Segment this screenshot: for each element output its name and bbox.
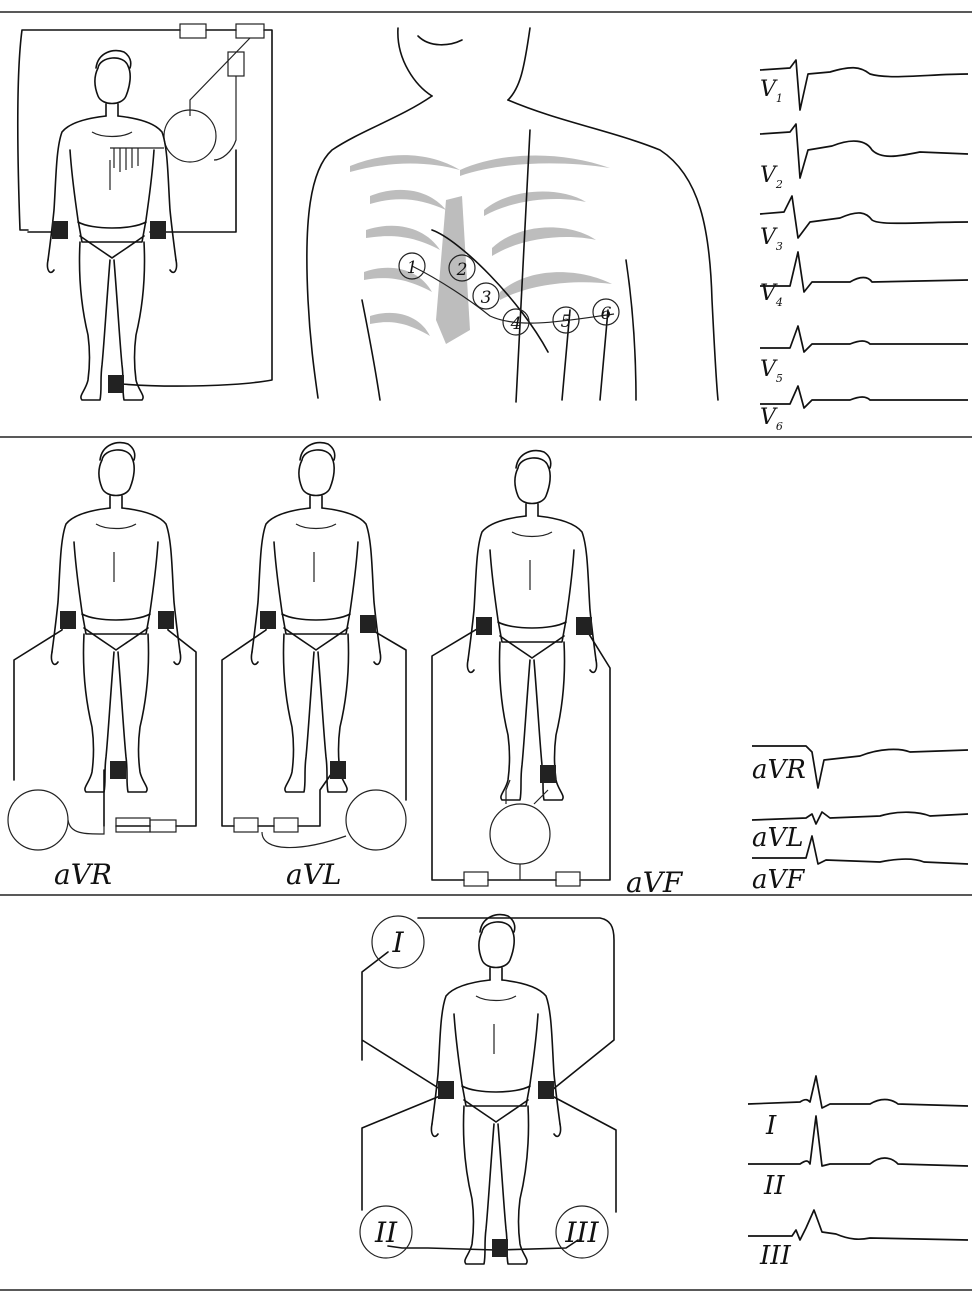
electrode-label-5: 5 — [561, 312, 572, 332]
lead-label-v3: V3 — [760, 225, 783, 253]
electrode-label-2: 2 — [456, 260, 468, 280]
trace-v6 — [760, 386, 968, 408]
electrode-label-3: 3 — [481, 288, 492, 308]
lead-label-avr: aVR — [752, 755, 806, 785]
lead-label-v6: V6 — [760, 405, 783, 433]
limb-lead-traces: I II III — [748, 1076, 968, 1271]
avl-figure: aVL — [222, 443, 406, 891]
electrode-label-6: 6 — [601, 304, 612, 324]
lead-label-avf: aVF — [752, 865, 805, 895]
limb-circle-label-iii: III — [564, 1216, 599, 1249]
limb-lead-figure: I II III — [360, 915, 616, 1264]
avf-figure: aVF — [432, 451, 684, 899]
trace-v4 — [760, 252, 968, 292]
lead-label-avl: aVL — [752, 823, 804, 853]
trace-iii — [748, 1210, 968, 1240]
avr-figure-label: aVR — [54, 858, 112, 891]
electrode-label-1: 1 — [407, 258, 418, 278]
lead-label-v2: V2 — [760, 163, 783, 191]
trace-v1 — [760, 60, 968, 110]
trace-ii — [748, 1116, 968, 1166]
avr-figure: aVR — [8, 443, 196, 891]
lead-label-v1: V1 — [760, 77, 783, 105]
rib-cage — [350, 155, 612, 344]
trace-v2 — [760, 124, 968, 178]
limb-circle-label-i: I — [391, 926, 404, 959]
avf-figure-label: aVF — [626, 866, 684, 899]
lead-label-iii: III — [759, 1241, 792, 1271]
trace-v3 — [760, 196, 968, 238]
augmented-lead-traces: aVR aVL aVF — [752, 746, 968, 895]
electrode-label-4: 4 — [510, 314, 522, 334]
chest-lead-traces: V1 V2 V3 V4 V5 V6 — [760, 60, 968, 433]
chest-lead-figure — [18, 24, 272, 400]
trace-v5 — [760, 326, 968, 352]
avl-figure-label: aVL — [286, 858, 342, 891]
chest-anatomy-illustration: 1 2 3 4 5 6 — [307, 28, 718, 402]
lead-label-ii: II — [763, 1171, 785, 1201]
limb-circle-label-ii: II — [374, 1216, 398, 1249]
trace-i — [748, 1076, 968, 1108]
lead-label-v5: V5 — [760, 357, 783, 385]
lead-label-i: I — [765, 1111, 777, 1141]
